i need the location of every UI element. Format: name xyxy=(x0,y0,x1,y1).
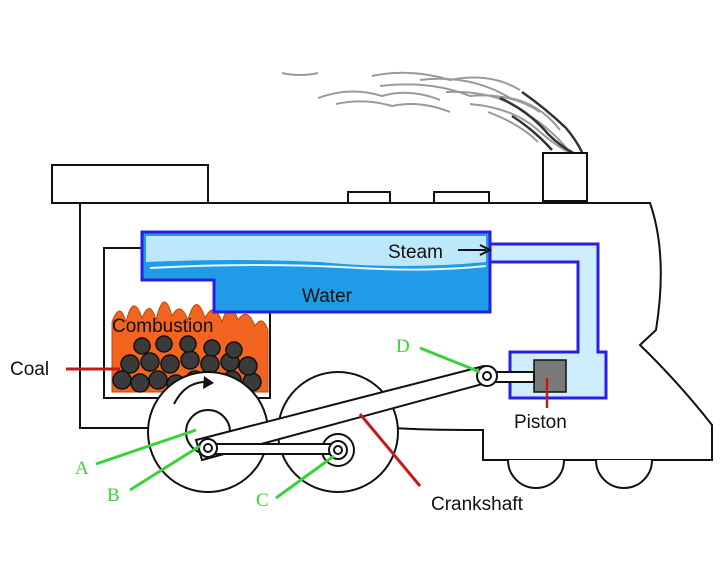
label-water: Water xyxy=(302,286,353,307)
water-surface xyxy=(149,264,487,271)
leading-wheel-2 xyxy=(595,459,653,489)
leading-wheels xyxy=(507,459,653,489)
label-point-c: C xyxy=(256,490,269,511)
steam-space xyxy=(146,236,486,266)
point-d-leader xyxy=(419,346,481,374)
crankshaft-leader xyxy=(358,413,422,487)
steam-pipe xyxy=(488,242,608,400)
label-point-b: B xyxy=(107,485,120,506)
sand-dome xyxy=(433,191,490,204)
chimney xyxy=(542,152,588,202)
label-crankshaft: Crankshaft xyxy=(431,494,524,515)
point-c-leader xyxy=(275,454,335,500)
rotation-arrow-head xyxy=(203,376,214,389)
point-b-leader xyxy=(129,444,201,492)
label-combustion: Combustion xyxy=(112,316,213,337)
piston-block xyxy=(533,359,567,393)
leading-wheel-1 xyxy=(507,459,565,489)
label-steam: Steam xyxy=(388,242,443,263)
label-point-a: A xyxy=(75,458,89,479)
smoke-dark-core xyxy=(499,90,584,156)
smoke-plume xyxy=(281,71,573,155)
steam-dome xyxy=(347,191,391,204)
label-piston: Piston xyxy=(514,412,567,433)
rod-pins xyxy=(198,365,498,460)
steam-arrow-head xyxy=(479,244,493,256)
label-coal: Coal xyxy=(10,359,49,380)
label-point-d: D xyxy=(396,336,410,357)
point-a-leader xyxy=(95,428,197,466)
cab-roof xyxy=(51,164,209,204)
coupling-rod xyxy=(199,443,341,455)
